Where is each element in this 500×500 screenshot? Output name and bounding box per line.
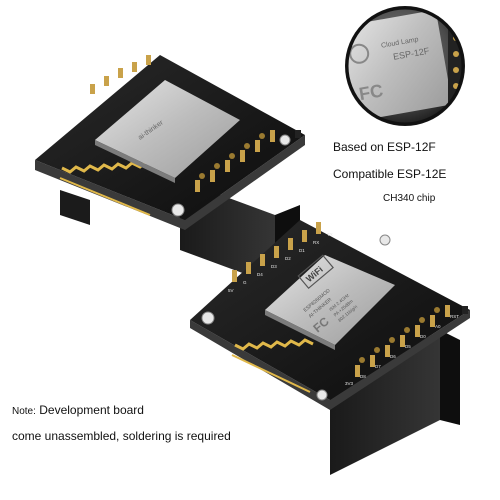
pin-header-row — [90, 55, 275, 192]
pin-label: D1 — [299, 248, 305, 253]
pin-label: A0 — [435, 324, 441, 329]
pin-label: D5 — [405, 344, 411, 349]
antenna-trace — [61, 160, 155, 174]
header-socket-bottom — [330, 330, 440, 475]
assembly-note-line-1: Note: Development board — [12, 403, 144, 417]
pin-label: 5V — [228, 288, 234, 293]
pin-label: RST — [450, 314, 459, 319]
zoom-shield — [347, 10, 452, 122]
pin-label: D3 — [271, 264, 277, 269]
pin-label: D6 — [390, 354, 396, 359]
pin-label: 3V3 — [345, 381, 354, 386]
esp-shield — [95, 80, 240, 178]
mounting-hole — [201, 311, 215, 325]
pin-label: D0 — [420, 334, 426, 339]
pin-header-row — [232, 222, 450, 377]
mounting-hole — [171, 203, 185, 217]
esp-shield — [265, 255, 395, 345]
feature-text-esp12f: Based on ESP-12F — [333, 140, 436, 154]
mounting-hole — [379, 234, 391, 246]
pin-label: TX — [327, 232, 333, 237]
feature-text-esp12e: Compatible ESP-12E — [333, 167, 447, 181]
zoom-fc-mark: FC — [357, 80, 384, 104]
assembly-note-line-2: come unassembled, soldering is required — [12, 429, 231, 443]
esp8266-board-bottom: WiFi ESP8266MOD AI-THINKER ISM 2.4GHz PA… — [190, 220, 470, 475]
antenna-trace — [234, 338, 314, 351]
zoom-logo-icon — [349, 43, 370, 64]
pin-label: D8 — [360, 374, 366, 379]
mounting-hole — [316, 389, 328, 401]
note-text-1: Development board — [35, 403, 144, 417]
pin-label: D4 — [257, 272, 263, 277]
wifi-logo-icon — [297, 254, 334, 290]
mounting-hole — [279, 134, 291, 146]
silkscreen-pin-labels: 5V G D4 D3 D2 D1 RX TX 3V3 D8 D7 D6 D5 D… — [228, 232, 459, 386]
note-label: Note: — [12, 406, 36, 417]
pin-label: D2 — [285, 256, 291, 261]
feature-text-ch340: CH340 chip — [383, 193, 436, 204]
pin-label: RX — [313, 240, 319, 245]
zoom-inset: Cloud Lamp ESP-12F FC — [345, 6, 465, 126]
pin-label: G — [243, 280, 247, 285]
pin-label: D7 — [375, 364, 381, 369]
esp8266-board-top: ai-thinker — [35, 55, 305, 285]
